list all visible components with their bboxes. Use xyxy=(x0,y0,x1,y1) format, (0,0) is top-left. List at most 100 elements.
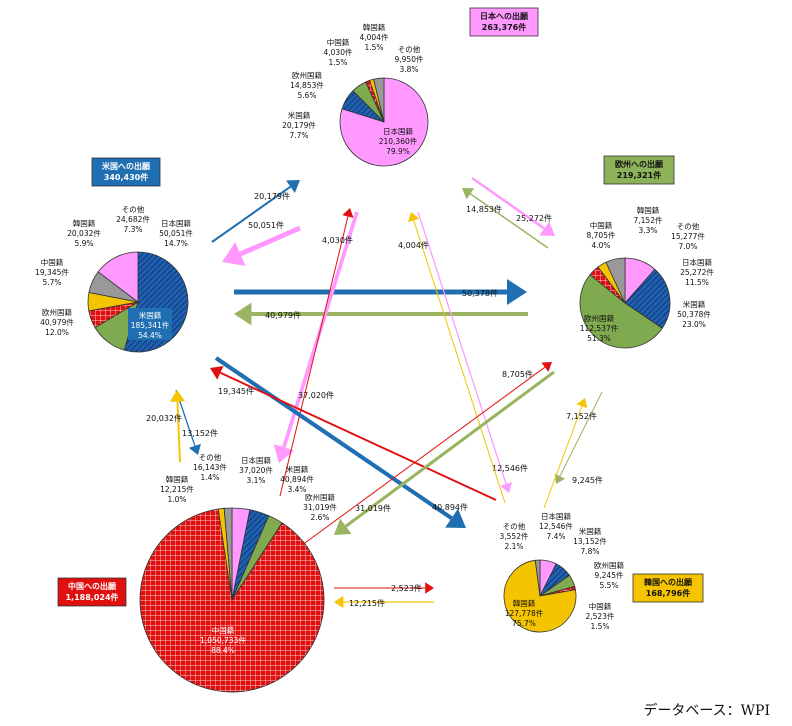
slice-label-line: 7.7% xyxy=(289,131,308,140)
slice-label-line: 210,360件 xyxy=(379,136,418,146)
pie-slice-korea xyxy=(534,559,541,597)
flow-value-label: 4,030件 xyxy=(322,235,353,245)
flow-line xyxy=(469,193,549,249)
slice-label-line: 2.1% xyxy=(504,542,523,551)
slice-label-line: 3,552件 xyxy=(500,531,529,541)
pie-japan xyxy=(339,77,429,167)
slice-label-line: 韓国籍 xyxy=(637,205,660,215)
flow-arrowhead xyxy=(342,208,354,218)
slice-label-line: 1,050,733件 xyxy=(200,635,246,645)
slice-label-line: 欧州国籍 xyxy=(292,70,322,80)
flow-arrow-us-to-china xyxy=(214,356,466,528)
flow-arrowhead xyxy=(169,390,186,402)
flow-arrow-korea-to-europe xyxy=(543,398,588,509)
slice-label-line: 23.0% xyxy=(682,320,706,329)
pie-slice-china xyxy=(223,507,233,601)
slice-label-line: 1.5% xyxy=(364,43,383,52)
flow-value-label: 50,378件 xyxy=(462,288,498,298)
flow-arrow-china-to-japan xyxy=(279,208,354,497)
slice-label-line: 3.8% xyxy=(399,65,418,74)
flow-value-label: 2,523件 xyxy=(391,583,422,593)
slice-label-line: 1.5% xyxy=(328,58,347,67)
flow-value-label: 12,546件 xyxy=(492,463,528,473)
slice-label-line: 日本国籍 xyxy=(541,511,571,521)
slice-label-line: 15,277件 xyxy=(671,231,705,241)
flow-value-label: 31,019件 xyxy=(355,503,391,513)
slice-label-line: 20,032件 xyxy=(67,228,101,238)
slice-label-line: 37,020件 xyxy=(239,465,273,475)
slice-label-line: 13,152件 xyxy=(573,536,607,546)
pie-slice-japan xyxy=(373,77,385,123)
office-total-text: 219,321件 xyxy=(617,170,661,180)
flow-arrowhead xyxy=(541,362,552,372)
slice-label-line: 14.7% xyxy=(164,239,188,248)
slice-label-line: 中国籍 xyxy=(589,601,612,611)
slice-label-line: 12.0% xyxy=(45,328,69,337)
slice-label-line: 米国籍 xyxy=(579,526,602,536)
office-title-text: 韓国への出願 xyxy=(644,577,693,587)
pie-europe xyxy=(579,257,671,349)
slice-label-line: 5.9% xyxy=(74,239,93,248)
slice-label-line: その他 xyxy=(398,44,421,54)
slice-label-line: 1.5% xyxy=(590,622,609,631)
slice-label-line: 欧州国籍 xyxy=(42,307,72,317)
flow-line xyxy=(297,366,546,549)
flow-line xyxy=(219,371,497,501)
slice-label-line: 20,179件 xyxy=(282,120,316,130)
slice-label-line: 日本国籍 xyxy=(383,126,413,136)
office-total-text: 1,188,024件 xyxy=(65,592,118,602)
source-note: データベース：WPI xyxy=(643,703,770,719)
flow-value-label: 13,152件 xyxy=(182,428,218,438)
flow-arrow-china-to-us xyxy=(210,365,497,501)
flow-line xyxy=(413,220,506,504)
flow-value-label: 25,272件 xyxy=(516,213,552,223)
slice-labels: 日本国籍210,360件79.9%米国籍20,179件7.7%欧州国籍14,85… xyxy=(35,22,714,655)
pie-slice-china xyxy=(139,508,325,693)
slice-label-line: 1.4% xyxy=(200,473,219,482)
slice-label-line: 14,853件 xyxy=(290,80,324,90)
slice-label-line: 2.6% xyxy=(310,513,329,522)
slice-label-line: 欧州国籍 xyxy=(594,560,624,570)
slice-label-line: 米国籍 xyxy=(288,110,311,120)
office-title-box xyxy=(603,155,675,185)
flow-arrow-europe-to-us xyxy=(234,302,528,326)
flow-arrowhead xyxy=(462,188,475,200)
slice-label-line: 3.1% xyxy=(246,476,265,485)
flow-value-label: 7,152件 xyxy=(566,411,597,421)
slice-label-line: 中国籍 xyxy=(327,37,350,47)
flow-value-label: 9,245件 xyxy=(572,475,603,485)
slice-label-line: 2,523件 xyxy=(586,611,615,621)
flow-value-label: 37,020件 xyxy=(298,390,334,400)
slice-label-line: 韓国籍 xyxy=(166,474,189,484)
flow-arrowhead xyxy=(222,242,246,266)
flow-arrowhead xyxy=(408,212,420,223)
slice-label-line: 24,682件 xyxy=(116,214,150,224)
flow-line xyxy=(239,225,301,257)
flow-arrow-japan-to-us xyxy=(222,225,301,266)
slice-label-line: 米国籍 xyxy=(139,310,162,320)
flow-value-label: 12,215件 xyxy=(349,598,385,608)
slice-label-line: 欧州国籍 xyxy=(305,492,335,502)
office-titles: 日本への出願263,376件米国への出願340,430件欧州への出願219,32… xyxy=(57,7,704,607)
flow-value-label: 40,979件 xyxy=(265,310,301,320)
slice-label-line: 米国籍 xyxy=(286,464,309,474)
flow-value-label: 14,853件 xyxy=(466,204,502,214)
flow-value-label: 20,179件 xyxy=(254,191,290,201)
